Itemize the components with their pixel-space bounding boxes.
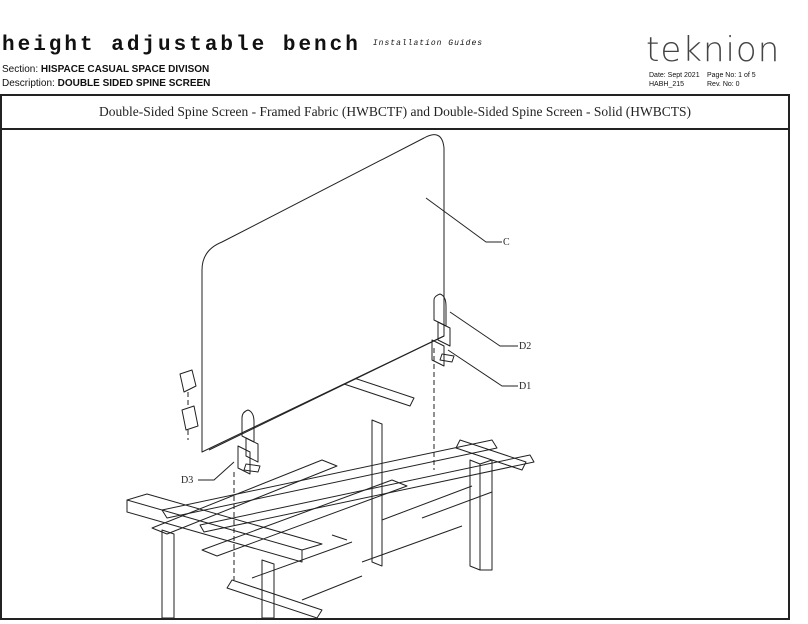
drawing-caption: Double-Sided Spine Screen - Framed Fabri… xyxy=(2,96,788,130)
doc-date: Date: Sept 2021 xyxy=(649,72,700,79)
assembly-drawing: C D2 D1 D3 xyxy=(126,134,535,618)
doc-code: HABH_215 xyxy=(649,81,685,88)
section-value: HISPACE CASUAL SPACE DIVISON xyxy=(40,64,210,75)
document-title: height adjustable bench Installation Guid… xyxy=(2,34,483,57)
callout-labels: C D2 D1 D3 xyxy=(181,237,531,486)
teknion-logo: teknion xyxy=(646,30,781,70)
bracket-d1-right xyxy=(431,339,455,367)
panel-bottom-edge xyxy=(208,335,445,451)
doc-rev: Rev. No: 0 xyxy=(707,81,740,88)
section-label: Section: xyxy=(2,64,39,75)
section-line: Section: HISPACE CASUAL SPACE DIVISON xyxy=(2,64,209,75)
description-label: Description: xyxy=(2,78,55,89)
drawing-frame: Double-Sided Spine Screen - Framed Fabri… xyxy=(0,94,790,620)
callout-d3: D3 xyxy=(181,475,193,486)
doc-info-row-2: HABH_215 Rev. No: 0 xyxy=(649,81,740,88)
document-subtitle: Installation Guides xyxy=(372,39,484,48)
bracket-end-left xyxy=(179,369,199,431)
front-support-frame xyxy=(126,459,493,618)
rear-support-frame xyxy=(161,375,535,571)
title-text: height adjustable bench xyxy=(2,34,361,57)
bracket-d2-right xyxy=(433,293,451,347)
doc-page: Page No: 1 of 5 xyxy=(707,72,756,79)
callout-d2: D2 xyxy=(519,341,531,352)
alignment-guides xyxy=(187,348,435,580)
spine-screen-panel xyxy=(201,134,445,453)
description-line: Description: DOUBLE SIDED SPINE SCREEN xyxy=(2,78,210,89)
description-value: DOUBLE SIDED SPINE SCREEN xyxy=(57,78,211,89)
leader-lines xyxy=(198,197,518,481)
callout-c: C xyxy=(503,237,510,248)
doc-info-row-1: Date: Sept 2021 Page No: 1 of 5 xyxy=(649,72,756,79)
callout-d1: D1 xyxy=(519,381,531,392)
bracket-d1-left xyxy=(237,445,261,475)
